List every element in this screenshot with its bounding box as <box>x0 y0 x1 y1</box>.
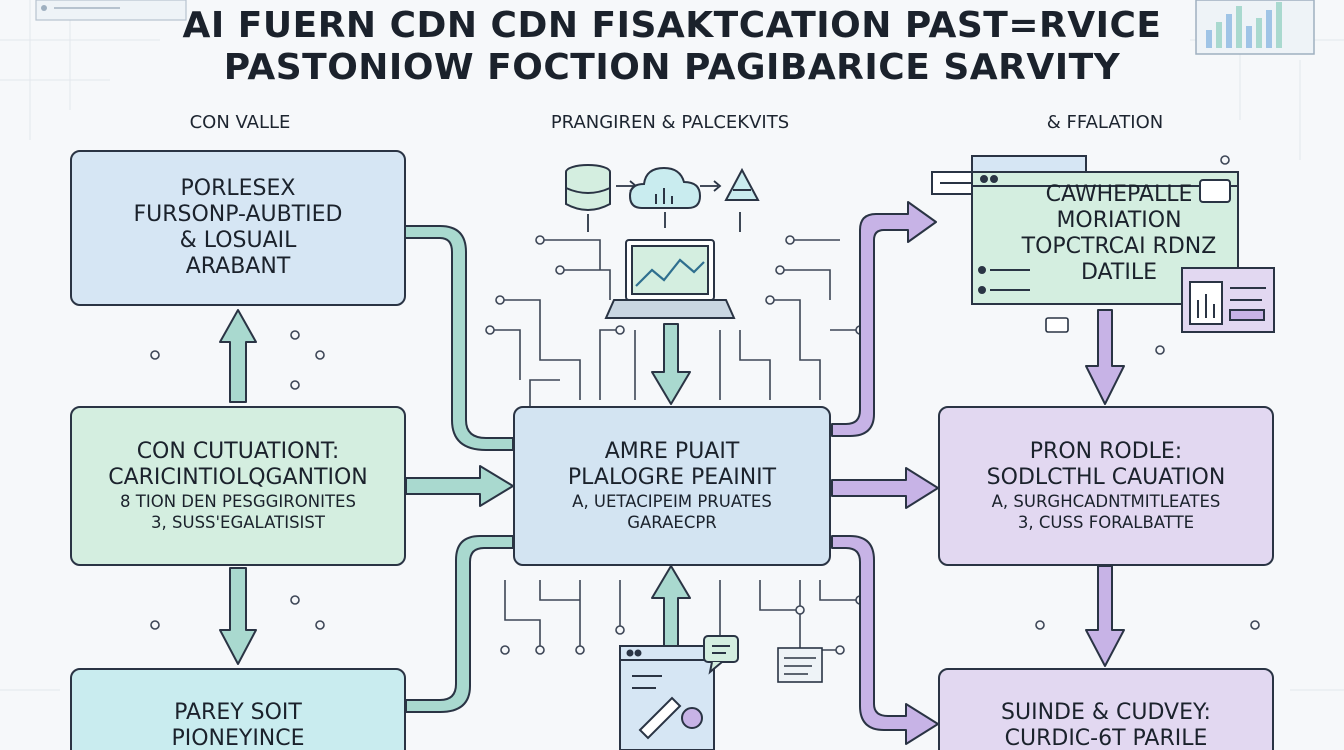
box-mid-right-heading-1: PRON RODLE: <box>1029 438 1183 464</box>
arrow-mid-right-to-bottom-right <box>1085 565 1125 667</box>
column-heading-left: CON VALLE <box>189 112 291 133</box>
arrow-laptop-to-center <box>651 323 691 405</box>
arrow-mid-left-to-bottom-left <box>219 567 257 665</box>
arrow-center-to-bottom-right <box>831 535 939 745</box>
box-mid-right-sub-1: A, SURGHCADNTMITLEATES <box>991 491 1221 511</box>
column-heading-center: PRANGIREN & PALCEKVITS <box>550 112 790 133</box>
box-bottom-left-line-2: PIONEYINCE <box>171 725 305 750</box>
box-mid-right: PRON RODLE: SODLCTHL CAUATION A, SURGHCA… <box>938 406 1274 566</box>
box-bottom-left-line-1: PAREY SOIT <box>174 700 302 725</box>
circuit-traces <box>490 239 860 651</box>
arrow-mid-left-to-center <box>405 465 514 507</box>
box-mid-left-sub-2: 3, SUSS'EGALATISIST <box>151 512 325 532</box>
box-top-left-line-3: & LOSUAIL <box>179 228 297 253</box>
box-center-sub-2: GARAECPR <box>627 512 717 532</box>
box-top-right-line-4: DATILE <box>1081 259 1157 285</box>
box-top-left-line-1: PORLESEX <box>180 176 296 202</box>
box-center-heading-2: PLALOGRE PEAINIT <box>567 464 777 490</box>
box-mid-left: CON CUTUATIONT: CARICINTIOLQGANTION 8 TI… <box>70 406 406 566</box>
box-top-left-line-4: ARABANT <box>185 253 291 279</box>
box-mid-right-sub-2: 3, CUSS FORALBATTE <box>1017 512 1195 532</box>
box-mid-left-sub-1: 8 TION DEN PESGGIRONITES <box>120 491 356 511</box>
box-mid-right-heading-2: SODLCTHL CAUATION <box>986 464 1226 490</box>
box-bottom-right: SUINDE & CUDVEY: CURDIC-6T PARILE <box>938 668 1274 750</box>
column-heading-right: & FFALATION <box>1046 112 1164 133</box>
arrow-top-right-to-mid-right <box>1085 309 1125 405</box>
box-top-right: CAWHEPALLE MORIATION TOPCTRCAI RDNZ DATI… <box>1006 178 1232 290</box>
box-top-left: PORLESEX FURSONP-AUBTIED & LOSUAIL ARABA… <box>70 150 406 306</box>
box-mid-left-heading-2: CARICINTIOLQGANTION <box>108 464 368 490</box>
box-bottom-right-line-1: SUINDE & CUDVEY: <box>1001 700 1211 725</box>
box-top-left-line-2: FURSONP-AUBTIED <box>133 202 343 228</box>
arrow-top-left-to-mid-left <box>219 309 257 403</box>
box-top-right-line-2: MORIATION <box>1056 208 1182 234</box>
arrow-document-to-center <box>651 565 691 647</box>
page-title-line-1: AI FUERN CDN CDN FISAKTCATION PAST=RVICE <box>182 5 1162 46</box>
box-center-sub-1: A, UETACIPEIM PRUATES <box>572 491 772 511</box>
box-center-heading-1: AMRE PUAIT <box>604 438 740 464</box>
box-bottom-right-line-2: CURDIC-6T PARILE <box>1004 725 1208 750</box>
box-center: AMRE PUAIT PLALOGRE PEAINIT A, UETACIPEI… <box>513 406 831 566</box>
arrow-center-to-mid-right <box>831 467 939 509</box>
box-mid-left-heading-1: CON CUTUATIONT: <box>136 438 340 464</box>
page-title-line-2: PASTONIOW FOCTION PAGIBARICE SARVITY <box>223 47 1121 88</box>
box-top-right-line-1: CAWHEPALLE <box>1045 182 1193 208</box>
arrow-center-to-top-right <box>831 201 937 437</box>
box-top-right-line-3: TOPCTRCAI RDNZ <box>1021 234 1217 259</box>
box-bottom-left: PAREY SOIT PIONEYINCE <box>70 668 406 750</box>
